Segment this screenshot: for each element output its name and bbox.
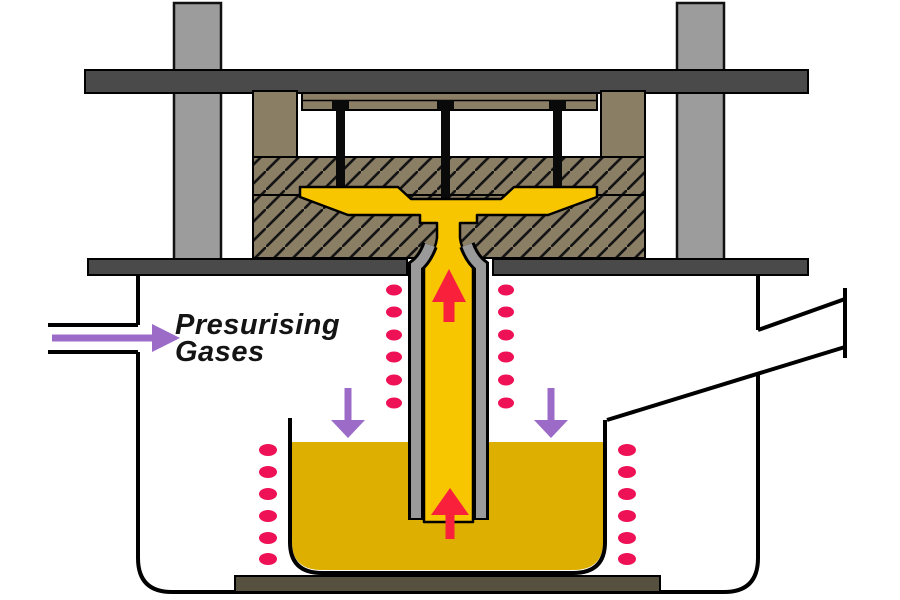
riser-tube-left-wall [411, 243, 435, 518]
riser-tube-heater-coils [386, 284, 514, 409]
heater-dot [259, 466, 277, 478]
heater-dot [498, 397, 514, 409]
heater-dot [618, 532, 636, 544]
crucible-outline [288, 418, 607, 575]
heater-dot [386, 329, 402, 341]
refill-chute [606, 288, 847, 422]
heater-dot [259, 444, 277, 456]
right-clamp-block [600, 90, 646, 158]
heater-dot [498, 306, 514, 318]
metal-flow-arrows [431, 269, 469, 539]
heater-dot [386, 374, 402, 386]
gas-inlet-arrow [52, 324, 180, 352]
heater-dot [386, 351, 402, 363]
pressure-arrow-right [534, 388, 568, 438]
ejector-pins [332, 100, 566, 200]
riser-tube-right-wall [462, 243, 486, 518]
pressure-arrow-left [331, 388, 365, 438]
left-clamp-block [252, 90, 298, 158]
heater-dot [259, 488, 277, 500]
metal-flow-arrow-upper [432, 269, 466, 322]
heater-dot [618, 553, 636, 565]
pressurising-gases-label-line2: Gases [175, 336, 265, 368]
left-tie-bar [172, 1, 223, 262]
gas-arrows [52, 324, 568, 438]
heater-dot [618, 488, 636, 500]
heater-dot [498, 374, 514, 386]
top-platen [84, 69, 809, 94]
bottom-platen-left [87, 258, 408, 276]
bottom-platen-right [492, 258, 809, 276]
heater-dot [386, 284, 402, 296]
heater-dot [259, 510, 277, 522]
heater-dot [259, 553, 277, 565]
riser-tube-walls [408, 242, 489, 520]
crucible-heater-coils [259, 444, 636, 565]
ejector-pin [336, 105, 345, 188]
heater-dot [498, 351, 514, 363]
right-tie-bar [675, 1, 726, 262]
gas-inlet-pipe [48, 323, 138, 354]
ejector-pin [553, 105, 562, 188]
base-plate [234, 575, 661, 593]
heater-dot [618, 510, 636, 522]
tie-bars [172, 1, 726, 262]
pressurising-gases-label-line1: Presurising [175, 309, 340, 341]
heater-dot [618, 466, 636, 478]
heater-dot [618, 444, 636, 456]
heater-dot [386, 397, 402, 409]
heater-dot [386, 306, 402, 318]
ejector-pin [441, 105, 450, 200]
heater-dot [259, 532, 277, 544]
platens [84, 69, 809, 276]
heater-dot [498, 329, 514, 341]
die-mounting-blocks [252, 90, 646, 158]
heater-dot [498, 284, 514, 296]
metal-flow-arrow-lower [431, 488, 469, 539]
